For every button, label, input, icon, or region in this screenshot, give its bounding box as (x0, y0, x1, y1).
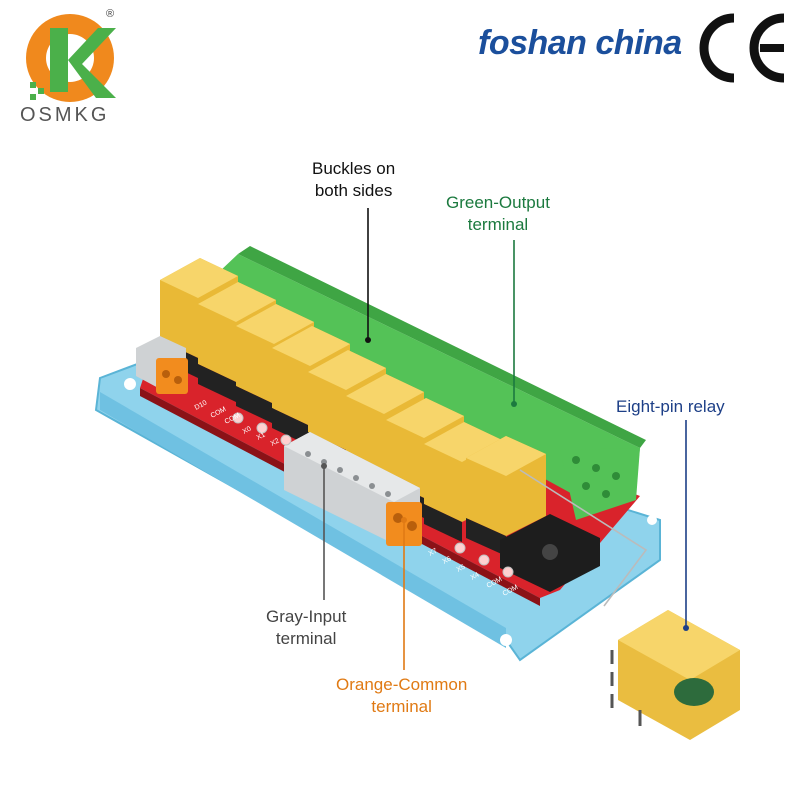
orange-common-callout: Orange-Common terminal (336, 674, 467, 718)
gray-input-callout: Gray-Input terminal (266, 606, 346, 650)
ce-mark-icon (699, 13, 785, 83)
green-output-terminals (200, 246, 646, 520)
callout-line: Eight-pin relay (616, 397, 725, 416)
callout-line: both sides (314, 181, 393, 200)
callout-line: terminal (371, 697, 432, 716)
orange-common-terminal (156, 358, 188, 394)
callout-line: Buckles on (312, 159, 396, 178)
osmkg-logo-icon (26, 14, 116, 102)
silkscreen-label: X1 (256, 432, 267, 442)
silkscreen-label: X5 (456, 564, 467, 574)
registered-mark: ® (106, 8, 115, 20)
callout-line: terminal (467, 215, 529, 234)
silkscreen-label: X2 (270, 438, 281, 448)
buckles-callout: Buckles on both sides (312, 158, 395, 202)
silkscreen-label: X4 (470, 572, 481, 582)
relay (466, 436, 546, 556)
silkscreen-label: X6 (442, 556, 453, 566)
relay-bank (160, 258, 546, 556)
tagline: foshan china (478, 24, 682, 62)
callout-line: terminal (275, 629, 337, 648)
green-output-callout: Green-Output terminal (446, 192, 550, 236)
silkscreen-label: X7 (428, 548, 439, 558)
callout-line: Orange-Common (336, 675, 468, 694)
brand-name: OSMKG (20, 104, 110, 126)
eight-pin-relay-callout: Eight-pin relay (616, 396, 725, 418)
callout-line: Gray-Input (266, 607, 347, 626)
detached-eight-pin-relay (610, 610, 740, 740)
callout-line: Green-Output (446, 193, 550, 212)
silkscreen-label: X0 (242, 426, 253, 436)
